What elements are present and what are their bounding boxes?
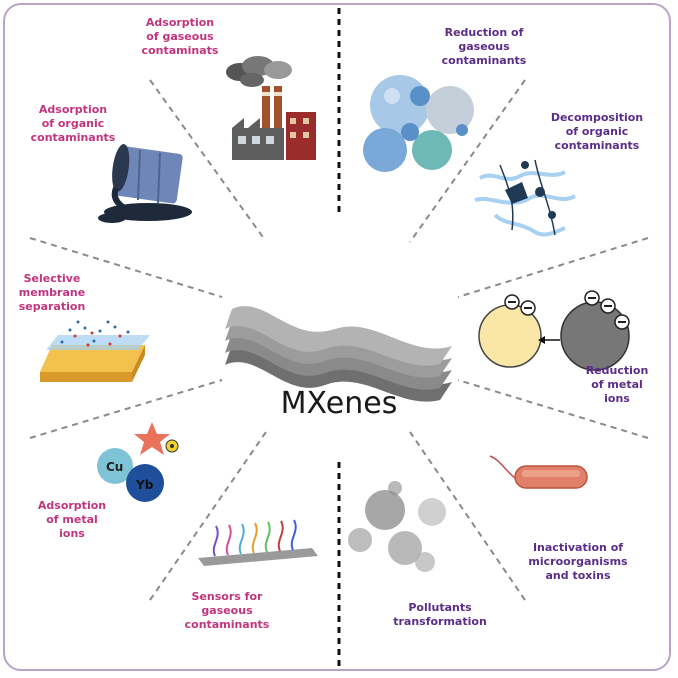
star-icon bbox=[134, 422, 170, 455]
label-sensors-gaseous: Sensors for gaseous contaminants bbox=[184, 590, 270, 631]
spoke-line bbox=[29, 379, 223, 439]
cu-atom bbox=[97, 448, 133, 484]
membrane-icon bbox=[40, 320, 150, 382]
mxene-sheet bbox=[225, 306, 452, 366]
rounded-frame bbox=[3, 3, 671, 671]
label-pollutants-transformation: Pollutants transformation bbox=[393, 601, 487, 628]
spoke-line bbox=[409, 431, 526, 601]
label-adsorption-metal: Adsorption of metal ions bbox=[37, 499, 107, 540]
metal-reduction-icon bbox=[478, 290, 630, 371]
oil-barrel-icon bbox=[98, 144, 192, 223]
spoke-line bbox=[149, 431, 267, 601]
spoke-line bbox=[29, 237, 223, 298]
center-title: MXenes bbox=[280, 386, 398, 421]
metal-ions-icon: Cu Yb bbox=[97, 422, 179, 502]
spoke-line bbox=[457, 237, 649, 298]
label-adsorption-gaseous: Adsorption of gaseous contaminats bbox=[141, 16, 219, 57]
label-reduction-metal: Reduction of metal ions bbox=[585, 364, 649, 405]
yb-atom bbox=[126, 464, 164, 502]
bacterium-icon bbox=[489, 455, 588, 489]
bubbles-icon bbox=[363, 75, 474, 172]
spoke-line bbox=[409, 79, 526, 243]
factory-icon bbox=[226, 56, 316, 160]
label-inactivation: Inactivation of microorganisms and toxin… bbox=[528, 541, 628, 582]
label-decomposition-organic: Decomposition of organic contaminants bbox=[550, 111, 644, 152]
sensor-icon bbox=[198, 519, 318, 566]
label-selective-membrane: Selective membrane separation bbox=[18, 272, 86, 313]
spoke-lines bbox=[29, 79, 649, 601]
yb-label: Yb bbox=[135, 478, 154, 492]
label-reduction-gaseous: Reduction of gaseous contaminants bbox=[441, 26, 527, 67]
label-adsorption-organic: Adsorption of organic contaminants bbox=[30, 103, 116, 144]
mxene-sheets bbox=[225, 306, 452, 402]
cu-label: Cu bbox=[106, 460, 123, 474]
network-icon bbox=[474, 159, 577, 237]
splash-icon bbox=[348, 481, 446, 572]
spoke-line bbox=[457, 379, 649, 439]
